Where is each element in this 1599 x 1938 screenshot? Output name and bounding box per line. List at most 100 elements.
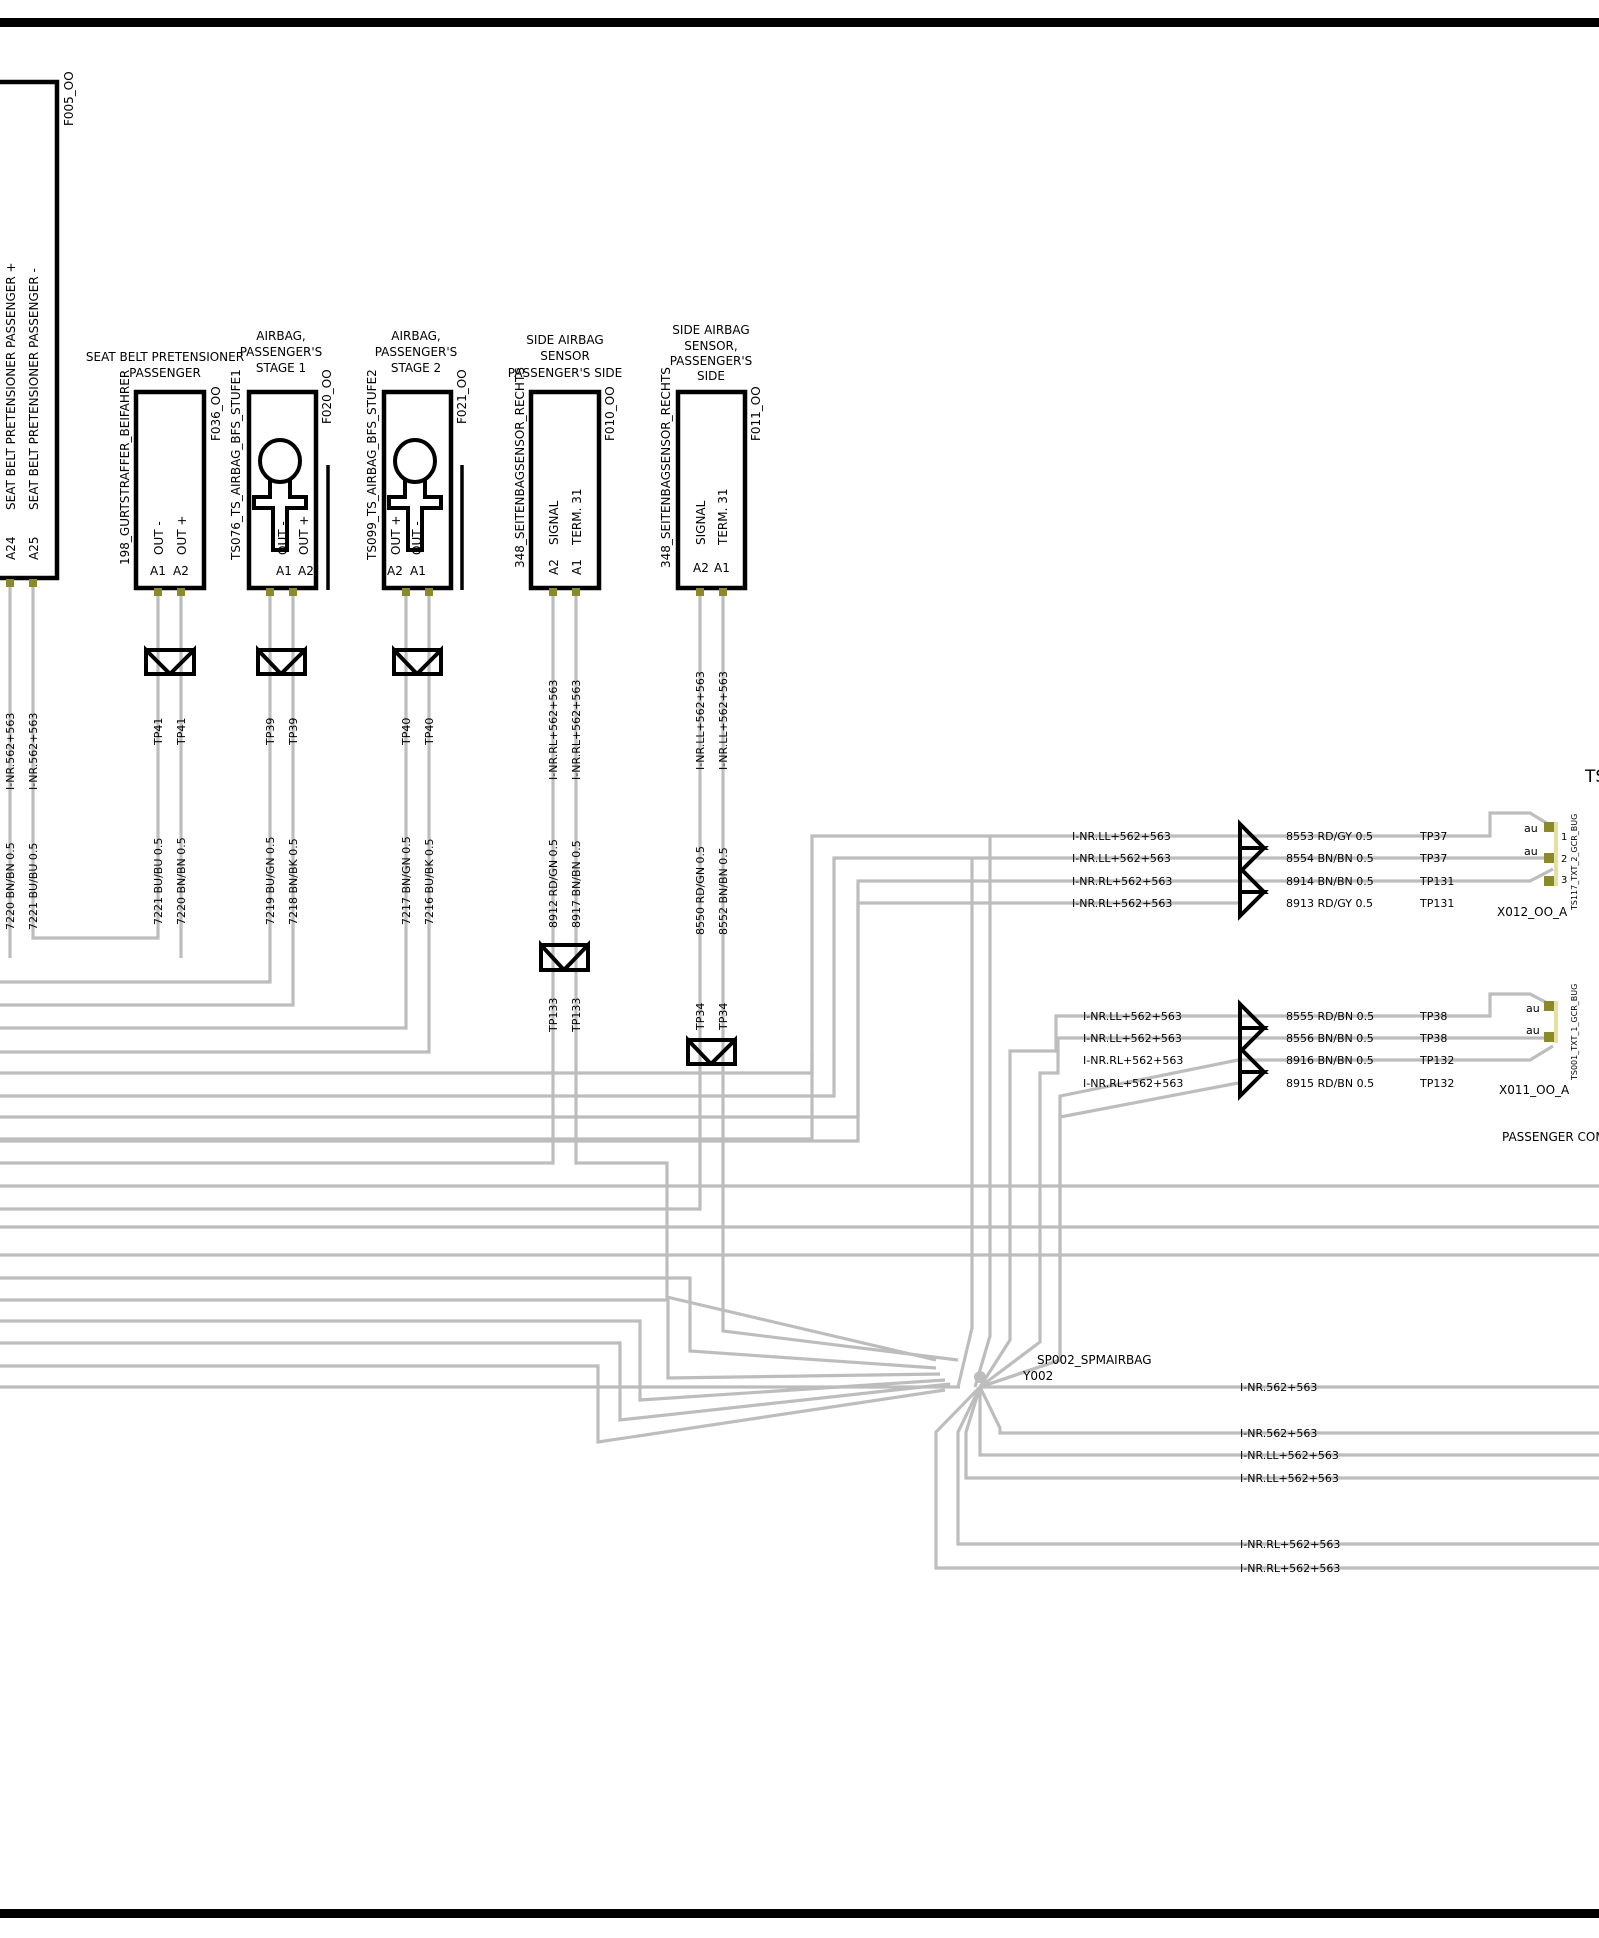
pin-signal: OUT + <box>175 516 189 555</box>
wire-circuit-label: I-NR.RL+562+563 <box>547 680 560 780</box>
svg-text:8553 RD/GY 0.5: 8553 RD/GY 0.5 <box>1286 830 1373 843</box>
svg-text:8554 BN/BN 0.5: 8554 BN/BN 0.5 <box>1286 852 1374 865</box>
wire-circuit-label: I-NR.562+563 <box>4 713 17 790</box>
component-seat-belt-pretensioner: SEAT BELT PRETENSIONER PASSENGER 198_GUR… <box>86 350 244 596</box>
wire-number-label: 7217 BN/GN 0.5 <box>400 836 413 925</box>
component-id: F036_OO <box>209 386 223 441</box>
wire-number-label: 7220 BN/BN 0.5 <box>4 842 17 930</box>
pin-label: A1 <box>570 559 584 575</box>
component-title: SENSOR <box>540 349 590 363</box>
wire-number-label: 8912 RD/GN 0.5 <box>547 839 560 928</box>
component-side-airbag-sensor-f011: SIDE AIRBAG SENSOR, PASSENGER'S SIDE 348… <box>659 323 763 596</box>
wire-number-label: 7219 BU/GN 0.5 <box>264 836 277 925</box>
twist-icon <box>392 645 443 676</box>
wire-number-label: 7216 BU/BK 0.5 <box>423 838 436 925</box>
au-label: au <box>1526 1024 1540 1037</box>
pin-signal: OUT + <box>389 516 403 555</box>
wire-tp-label: TP34 <box>694 1003 707 1031</box>
splice-output-labels: I-NR.562+563 I-NR.562+563 I-NR.LL+562+56… <box>1240 1381 1340 1575</box>
svg-text:I-NR.LL+562+563: I-NR.LL+562+563 <box>1072 830 1171 843</box>
svg-text:8916 BN/BN 0.5: 8916 BN/BN 0.5 <box>1286 1054 1374 1067</box>
connector-vertical-code: TS117_TXT_2_GCR_BUG <box>1570 814 1579 911</box>
svg-text:I-NR.RL+562+563: I-NR.RL+562+563 <box>1072 875 1172 888</box>
pin-label: A2 <box>693 561 709 575</box>
svg-text:I-NR.LL+562+563: I-NR.LL+562+563 <box>1072 852 1171 865</box>
wire-tp-label: TP39 <box>264 718 277 746</box>
twist-icon <box>256 645 307 676</box>
au-label: au <box>1524 845 1538 858</box>
splice-name: SP002_SPMAIRBAG <box>1037 1353 1152 1367</box>
svg-text:8556 BN/BN 0.5: 8556 BN/BN 0.5 <box>1286 1032 1374 1045</box>
wire-number-label: 7221 BU/BU 0.5 <box>152 838 165 925</box>
pin-signal: SIGNAL <box>694 500 708 545</box>
pin-label: A2 <box>298 564 314 578</box>
wire-circuit-label: I-NR.LL+562+563 <box>717 671 730 770</box>
component-id: F011_OO <box>749 386 763 441</box>
connector-row: I-NR.LL+562+563 8555 RD/BN 0.5 TP38 <box>1083 1010 1447 1023</box>
connector-row: I-NR.LL+562+563 8554 BN/BN 0.5 TP37 <box>1072 852 1447 865</box>
control-unit-id: F005_OO <box>62 71 76 126</box>
component-code: 198_GURTSTRAFFER_BEIFAHRER <box>118 370 132 565</box>
wire-tp-label: TP41 <box>175 718 188 746</box>
component-title: SENSOR, <box>684 339 737 353</box>
connector-row: I-NR.RL+562+563 8913 RD/GY 0.5 TP131 <box>1072 897 1454 910</box>
component-title: AIRBAG, <box>256 329 305 343</box>
component-title: SEAT BELT PRETENSIONER <box>86 350 244 364</box>
twist-icon <box>1238 1043 1269 1101</box>
svg-text:TP131: TP131 <box>1419 897 1454 910</box>
wire-number-label: 8917 BN/BN 0.5 <box>570 840 583 928</box>
wire-tp-label: TP133 <box>547 998 560 1033</box>
wire-number-label: 8550 RD/GN 0.5 <box>694 846 707 935</box>
pin-number: 2 <box>1561 854 1567 865</box>
twist-icon <box>1238 819 1269 877</box>
airbag-bulb-icon <box>387 438 443 552</box>
control-unit-pin: A24 <box>4 537 18 560</box>
twist-icon <box>1238 999 1269 1057</box>
pin-label: A1 <box>150 564 166 578</box>
wire-harness <box>0 585 1599 1570</box>
wire-tp-label: TP40 <box>423 718 436 746</box>
connector-row: I-NR.RL+562+563 8916 BN/BN 0.5 TP132 <box>1083 1054 1454 1067</box>
connector-x011: I-NR.LL+562+563 8555 RD/BN 0.5 TP38 I-NR… <box>1083 984 1579 1097</box>
svg-text:TP38: TP38 <box>1419 1032 1447 1045</box>
component-title: PASSENGER'S <box>375 345 458 359</box>
svg-text:I-NR.RL+562+563: I-NR.RL+562+563 <box>1072 897 1172 910</box>
component-title: PASSENGER <box>129 366 201 380</box>
pin-label: A1 <box>410 564 426 578</box>
component-id: F021_OO <box>455 369 469 424</box>
svg-text:TP38: TP38 <box>1419 1010 1447 1023</box>
connector-row: I-NR.LL+562+563 8556 BN/BN 0.5 TP38 <box>1083 1032 1447 1045</box>
pin-number: 3 <box>1561 875 1567 886</box>
component-title: PASSENGER'S <box>670 354 753 368</box>
pin-signal: SIGNAL <box>547 500 561 545</box>
top-border <box>0 18 1599 27</box>
pin-label: A1 <box>714 561 730 575</box>
svg-text:I-NR.RL+562+563: I-NR.RL+562+563 <box>1083 1054 1183 1067</box>
wire-number-label: 7221 BU/BU 0.5 <box>27 843 40 930</box>
au-label: au <box>1524 822 1538 835</box>
splice-output-label: I-NR.RL+562+563 <box>1240 1562 1340 1575</box>
wire-number-label: 8552 BN/BN 0.5 <box>717 847 730 935</box>
wire-circuit-label: I-NR.RL+562+563 <box>570 680 583 780</box>
pin-signal: OUT - <box>410 521 424 555</box>
pin-signal: OUT - <box>152 521 166 555</box>
svg-text:8555 RD/BN 0.5: 8555 RD/BN 0.5 <box>1286 1010 1374 1023</box>
component-code: TS076_TS_AIRBAG_BFS_STUFE1 <box>229 369 243 561</box>
bottom-border <box>0 1909 1599 1918</box>
splice-star: SP002_SPMAIRBAG Y002 <box>974 1353 1152 1383</box>
component-title: SIDE <box>697 369 725 383</box>
control-unit-f005: F005_OO SEAT BELT PRETENSIONER PASSENGER… <box>0 71 76 587</box>
splice-output-label: I-NR.RL+562+563 <box>1240 1538 1340 1551</box>
control-unit-pin-function: SEAT BELT PRETENSIONER PASSENGER + <box>4 262 18 510</box>
svg-text:8914 BN/BN 0.5: 8914 BN/BN 0.5 <box>1286 875 1374 888</box>
svg-text:TP37: TP37 <box>1419 852 1447 865</box>
component-title: SIDE AIRBAG <box>526 333 603 347</box>
wire-labels: I-NR.562+563 I-NR.562+563 7220 BN/BN 0.5… <box>4 671 730 1033</box>
component-title: PASSENGER'S SIDE <box>508 366 622 380</box>
component-code: 348_SEITENBAGSENSOR_RECHTS <box>513 367 527 568</box>
svg-text:I-NR.LL+562+563: I-NR.LL+562+563 <box>1083 1032 1182 1045</box>
connector-id: X012_OO_A <box>1497 905 1568 919</box>
component-id: F020_OO <box>320 369 334 424</box>
footer-text: PASSENGER COMP <box>1502 1130 1599 1144</box>
wire-tp-label: TP34 <box>717 1003 730 1031</box>
